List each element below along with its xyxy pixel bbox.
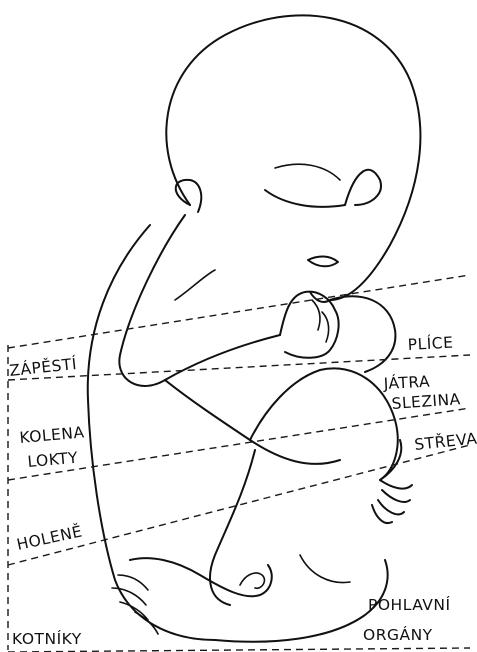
label-jatra: JÁTRA bbox=[382, 372, 430, 393]
label-slezina: SLEZINA bbox=[391, 390, 461, 413]
right-foot bbox=[372, 440, 412, 523]
fist-fingers bbox=[312, 300, 329, 342]
label-streva: STŘEVA bbox=[413, 428, 477, 453]
label-zapesti: ZÁPĚSTÍ bbox=[8, 354, 77, 380]
label-holene: HOLENĚ bbox=[15, 521, 84, 553]
fetus-illustration bbox=[88, 15, 421, 641]
eyebrow bbox=[275, 164, 340, 180]
level-line-zapesti bbox=[8, 275, 470, 348]
left-toes bbox=[112, 575, 158, 634]
chest bbox=[330, 296, 395, 372]
label-pohlavni: POHLAVNÍ bbox=[368, 595, 451, 614]
ear bbox=[176, 180, 202, 212]
level-line-bottom bbox=[8, 648, 470, 652]
fist bbox=[280, 292, 339, 358]
head-outline bbox=[166, 15, 420, 300]
ankle-curl bbox=[240, 573, 264, 588]
cheek bbox=[345, 170, 381, 205]
belly bbox=[300, 555, 350, 583]
label-kotniky: KOTNÍKY bbox=[12, 629, 82, 648]
label-kolena: KOLENA bbox=[19, 423, 85, 447]
shin bbox=[210, 450, 255, 605]
label-lokty: LOKTY bbox=[27, 449, 79, 471]
shoulder-line bbox=[175, 270, 215, 300]
upper-arm bbox=[119, 215, 280, 386]
lower-body bbox=[215, 560, 388, 642]
label-plice: PLÍCE bbox=[407, 333, 454, 354]
label-organy: ORGÁNY bbox=[363, 625, 433, 644]
eye bbox=[265, 190, 345, 207]
back-outline bbox=[88, 225, 215, 640]
left-foot bbox=[130, 558, 272, 596]
mouth bbox=[308, 256, 338, 266]
